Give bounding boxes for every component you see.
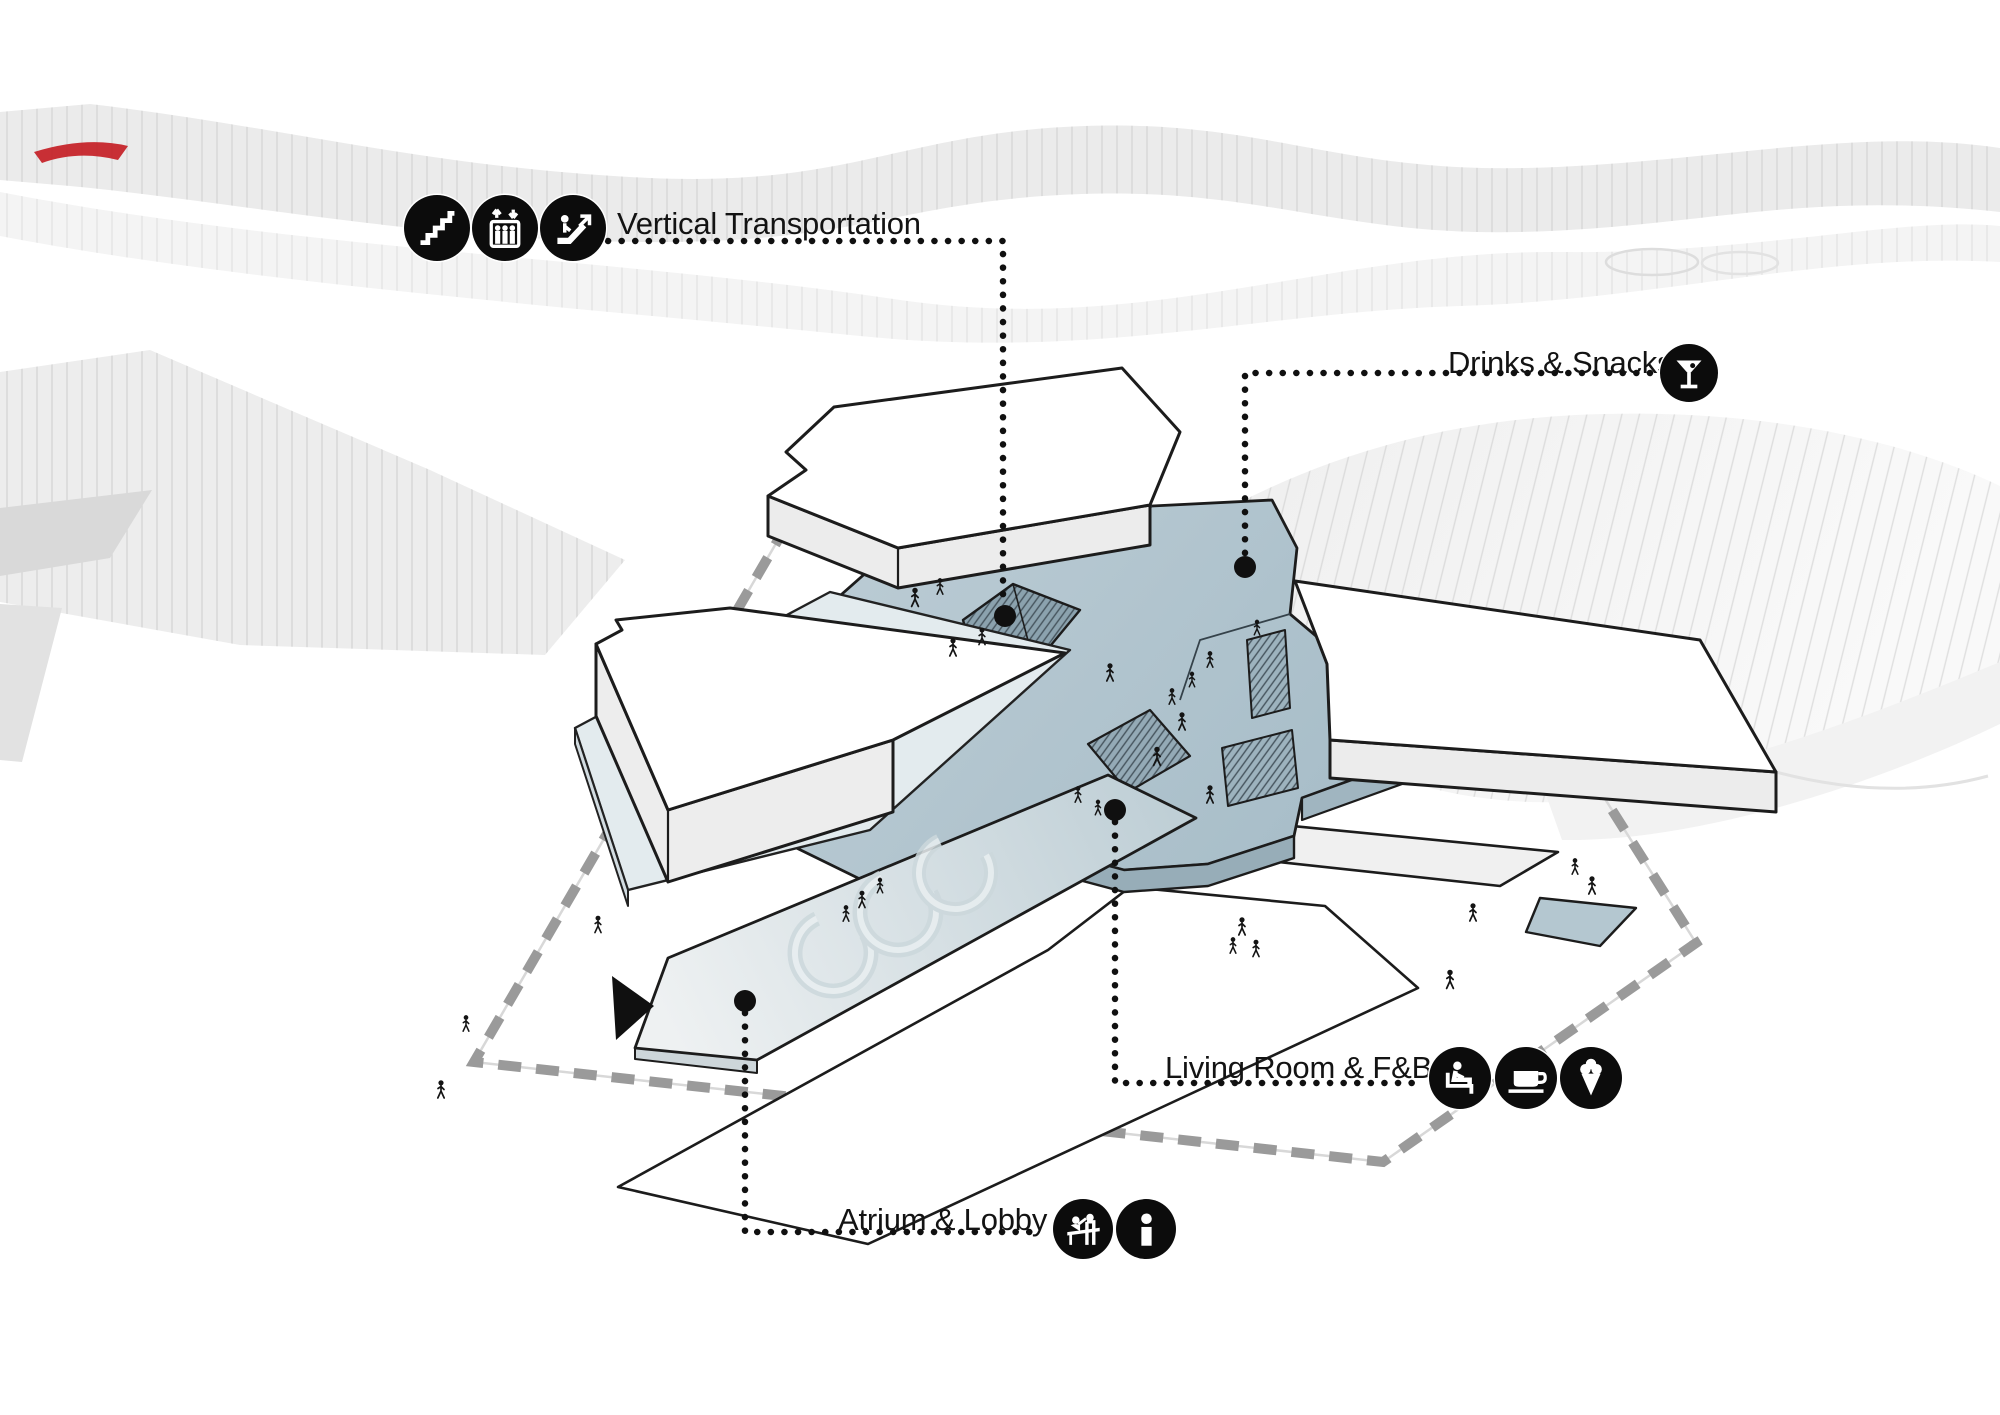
east-volume (1293, 579, 1778, 814)
annotation-leaders (604, 237, 1654, 1236)
context-red-roof (34, 142, 128, 163)
dot-drinks-snacks (1234, 556, 1256, 578)
ground-apron (616, 885, 1420, 1246)
stairs-icon (404, 195, 470, 261)
stair-east-upper (1246, 629, 1291, 719)
stair-east-lower (1221, 729, 1299, 807)
reception-desk-icon (1053, 1199, 1113, 1259)
dot-vertical-transportation (994, 605, 1016, 627)
living-room-fb-label: Living Room & F&B (1165, 1050, 1433, 1085)
dot-atrium-lobby (734, 990, 756, 1012)
coffee-cup-icon (1495, 1047, 1557, 1109)
vertical-transportation-label: Vertical Transportation (617, 206, 921, 241)
leader-atrium-lobby (741, 1009, 1044, 1236)
context-terrain (0, 104, 2000, 841)
site-boundary (465, 489, 1703, 1168)
stair-center (1086, 708, 1192, 794)
atrium-lobby-label: Atrium & Lobby (838, 1202, 1048, 1237)
cocktail-glass-icon (1660, 344, 1718, 402)
drinks-snacks-label: Drinks & Snacks (1448, 345, 1673, 380)
escalator-icon (540, 195, 606, 261)
information-icon (1116, 1199, 1176, 1259)
dot-living-room (1104, 799, 1126, 821)
leader-living-room (1111, 818, 1416, 1087)
annotation-dots (734, 556, 1256, 1012)
ice-cream-icon (1560, 1047, 1622, 1109)
entrance-ramp (633, 773, 1198, 1074)
elevator-icon (472, 195, 538, 261)
leader-vertical-transportation (604, 237, 1007, 608)
leader-drinks-snacks (1241, 369, 1654, 560)
entrance-arrow (612, 976, 654, 1040)
west-volume (573, 590, 1072, 907)
north-volume (766, 366, 1182, 590)
lounge-chair-icon (1429, 1047, 1491, 1109)
